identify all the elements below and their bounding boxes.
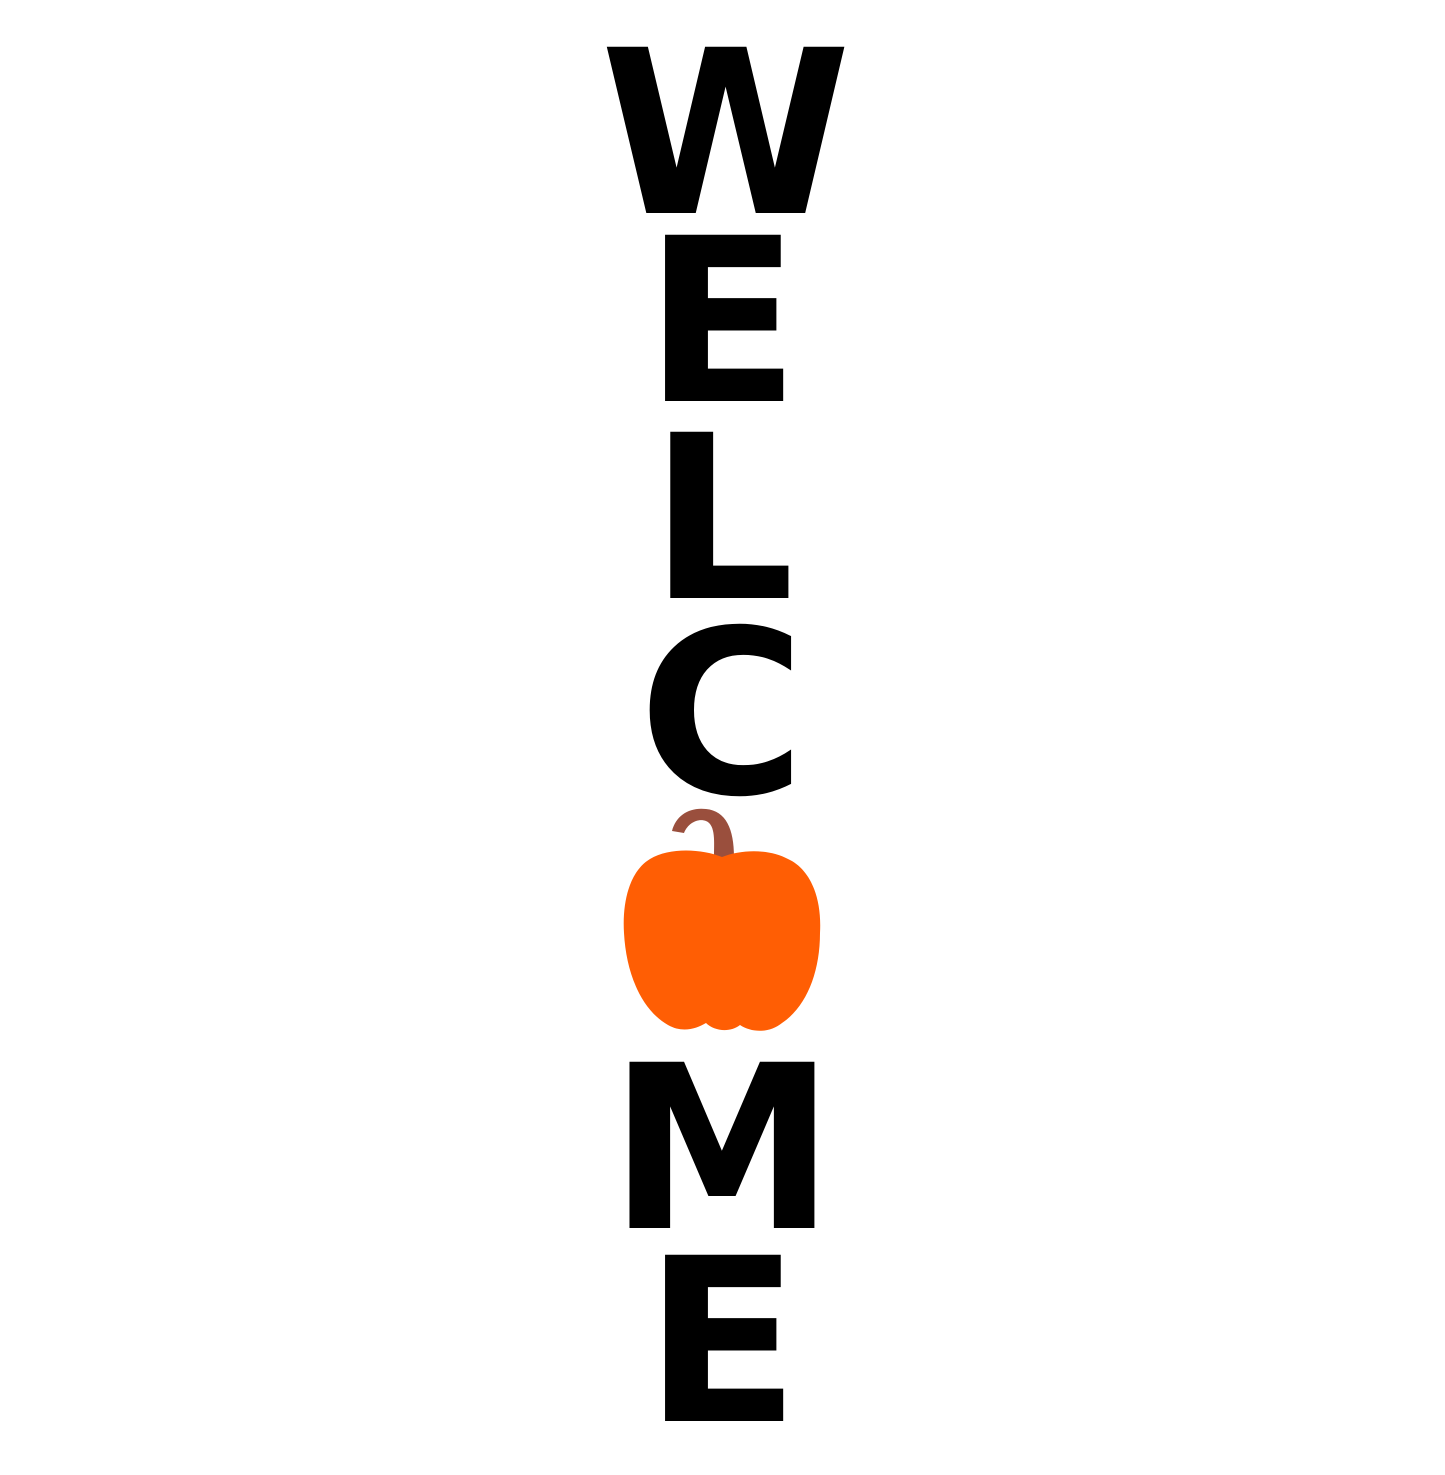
letter-e: E	[644, 189, 800, 455]
letter-w: W	[600, 1, 852, 267]
pumpkin-icon	[623, 808, 821, 1031]
letter-l: L	[649, 386, 795, 652]
pumpkin-body	[623, 850, 821, 1031]
letter-m: M	[608, 1016, 836, 1282]
letter-c: C	[638, 581, 806, 847]
welcome-sign: W E L C M E	[600, 1, 852, 1456]
pumpkin-stem	[672, 808, 734, 857]
letter-e: E	[644, 1209, 800, 1475]
